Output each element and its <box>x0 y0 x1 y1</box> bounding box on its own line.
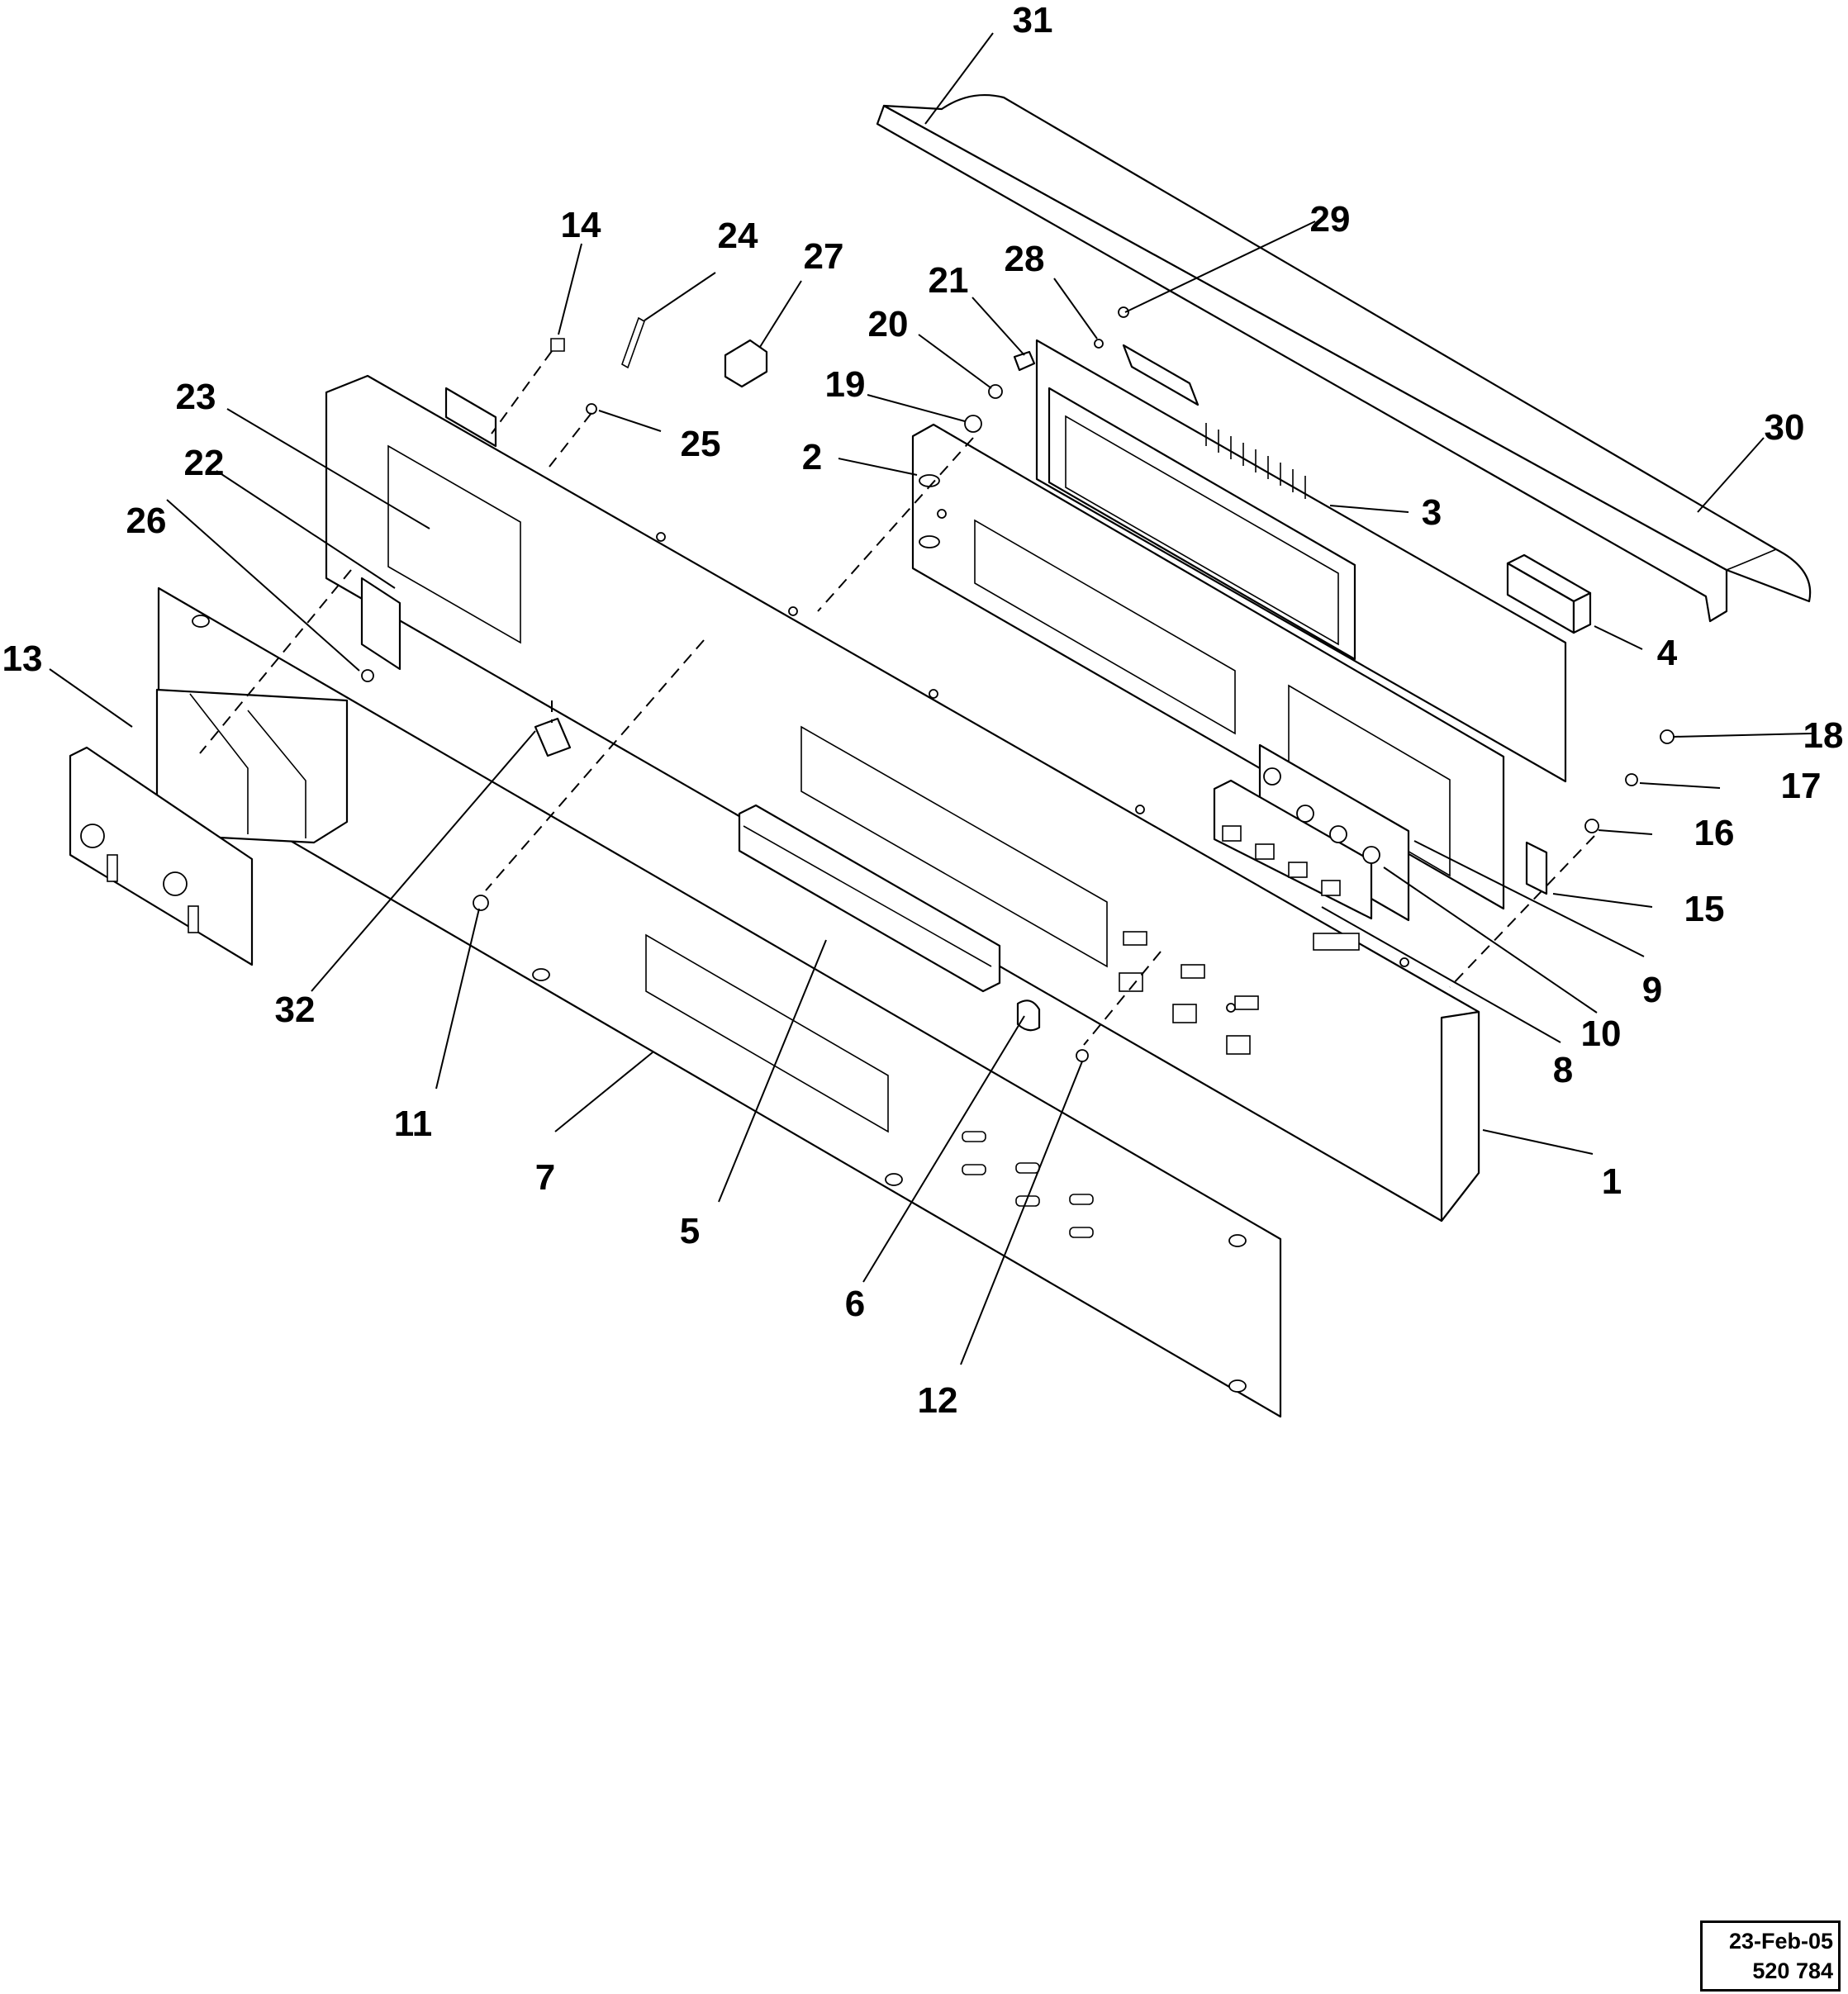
callout-16: 16 <box>1694 813 1735 853</box>
callout-6: 6 <box>845 1284 865 1324</box>
dispenser-assembly <box>69 688 349 966</box>
callout-22: 22 <box>184 443 225 483</box>
callout-3: 3 <box>1422 492 1442 533</box>
leader-lines <box>49 32 1812 1365</box>
front-panel-overlay <box>157 586 1282 1418</box>
small-bracket-15 <box>1525 841 1548 895</box>
callout-18: 18 <box>1803 715 1844 756</box>
assembly-lines <box>199 350 1595 1046</box>
block-part-4 <box>1506 553 1592 634</box>
callout-21: 21 <box>929 260 969 301</box>
callout-labels: 1 2 3 4 5 6 7 8 9 10 11 12 13 14 15 16 1… <box>2 0 1844 1421</box>
callout-9: 9 <box>1642 970 1662 1010</box>
keypad-boards <box>1213 743 1410 922</box>
callout-30: 30 <box>1765 407 1805 448</box>
callout-10: 10 <box>1581 1014 1622 1054</box>
date-stamp: 23-Feb-05 520 784 <box>1700 1920 1841 1992</box>
knob-part-6 <box>1016 999 1041 1032</box>
callout-13: 13 <box>2 639 43 679</box>
callout-23: 23 <box>176 377 216 417</box>
fasteners <box>360 306 1675 1062</box>
callout-19: 19 <box>825 364 866 405</box>
stamp-number: 520 784 <box>1752 1958 1833 1983</box>
stamp-date: 23-Feb-05 <box>1728 1929 1833 1954</box>
callout-1: 1 <box>1602 1161 1622 1202</box>
callout-12: 12 <box>918 1380 958 1421</box>
callout-7: 7 <box>535 1157 555 1198</box>
callout-28: 28 <box>1005 239 1045 279</box>
callout-2: 2 <box>802 437 822 477</box>
callout-29: 29 <box>1310 199 1351 240</box>
callout-26: 26 <box>126 501 167 541</box>
callout-25: 25 <box>681 424 721 464</box>
rear-cover <box>876 93 1812 623</box>
callout-8: 8 <box>1553 1050 1573 1090</box>
callout-31: 31 <box>1013 0 1053 40</box>
display-board <box>1035 339 1567 783</box>
callout-15: 15 <box>1684 889 1725 929</box>
callout-11: 11 <box>394 1104 433 1144</box>
callout-27: 27 <box>804 236 844 277</box>
callout-32: 32 <box>275 990 316 1030</box>
callout-17: 17 <box>1781 766 1822 806</box>
callout-14: 14 <box>561 205 601 245</box>
console-frame <box>325 374 1480 1223</box>
callout-24: 24 <box>718 216 758 256</box>
callout-4: 4 <box>1657 633 1678 673</box>
callout-20: 20 <box>868 304 909 344</box>
callout-5: 5 <box>680 1211 700 1251</box>
display-bracket <box>911 423 1505 910</box>
